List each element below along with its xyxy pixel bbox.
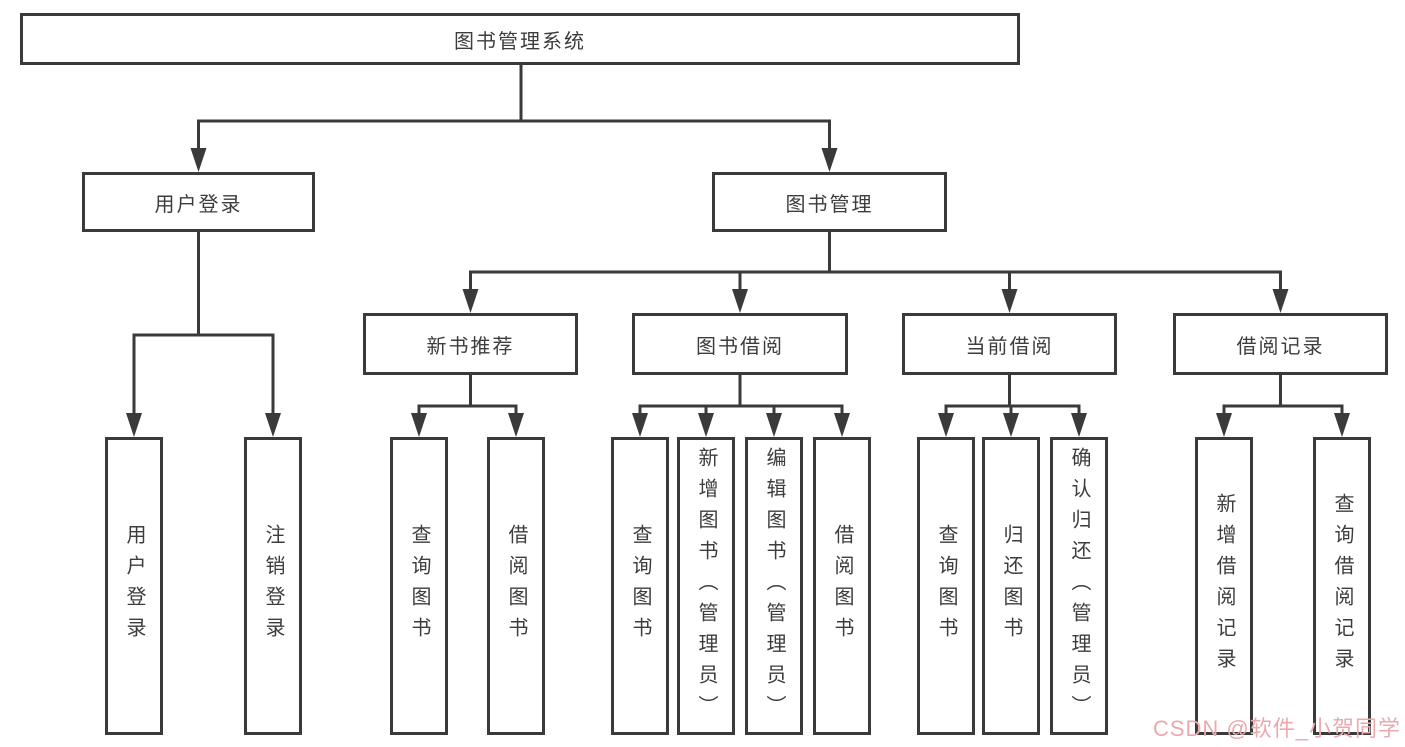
leaf-return-books-label: 归还图书 (1000, 524, 1022, 648)
connector-book-borrow-branch (638, 375, 844, 415)
connector-new-book-rec-branch (417, 375, 518, 415)
leaf-query-borrow-record: 查询借阅记录 (1313, 437, 1371, 735)
node-library-management-system: 图书管理系统 (20, 13, 1020, 65)
leaf-query-books-1-label: 查询图书 (408, 524, 430, 648)
node-book-management: 图书管理 (712, 172, 947, 232)
node-book-borrowing: 图书借阅 (632, 313, 848, 375)
node-borrowing-records: 借阅记录 (1173, 313, 1388, 375)
connector-user-login-branch (132, 232, 275, 415)
leaf-confirm-return-admin: 确认归还（管理员） (1050, 437, 1108, 735)
csdn-watermark: CSDN @软件_小贺同学 (1152, 716, 1401, 741)
leaf-add-books-admin-label: 新增图书（管理员） (695, 446, 717, 726)
connector-borrow-records-branch (1222, 375, 1344, 415)
leaf-query-borrow-record-label: 查询借阅记录 (1331, 493, 1353, 679)
node-current-borrowing-label: 当前借阅 (965, 335, 1054, 358)
node-book-management-label: 图书管理 (785, 193, 874, 216)
leaf-borrow-books-1-label: 借阅图书 (505, 524, 527, 648)
leaf-edit-books-admin-label: 编辑图书（管理员） (763, 446, 785, 726)
leaf-edit-books-admin: 编辑图书（管理员） (745, 437, 803, 735)
node-user-login-label: 用户登录 (154, 193, 243, 216)
connector-book-mgmt-branch (469, 232, 1282, 291)
node-borrowing-records-label: 借阅记录 (1236, 335, 1325, 358)
node-user-login: 用户登录 (82, 172, 315, 232)
leaf-add-borrow-record-label: 新增借阅记录 (1213, 493, 1235, 679)
leaf-user-login-label: 用户登录 (123, 524, 145, 648)
leaf-query-books-1: 查询图书 (390, 437, 448, 735)
leaf-add-books-admin: 新增图书（管理员） (677, 437, 735, 735)
node-new-book-recommend: 新书推荐 (363, 313, 578, 375)
leaf-borrow-books-2-label: 借阅图书 (831, 524, 853, 648)
node-book-borrowing-label: 图书借阅 (696, 335, 784, 358)
leaf-borrow-books-2: 借阅图书 (813, 437, 871, 735)
connector-root-branch (197, 65, 831, 150)
leaf-user-login: 用户登录 (105, 437, 163, 735)
leaf-query-books-3-label: 查询图书 (935, 524, 957, 648)
leaf-return-books: 归还图书 (982, 437, 1040, 735)
leaf-confirm-return-admin-label: 确认归还（管理员） (1068, 446, 1090, 726)
node-current-borrowing: 当前借阅 (902, 313, 1117, 375)
connector-arrowheads (126, 148, 1350, 437)
leaf-query-books-2-label: 查询图书 (629, 524, 651, 648)
leaf-query-books-3: 查询图书 (917, 437, 975, 735)
leaf-add-borrow-record: 新增借阅记录 (1195, 437, 1253, 735)
connector-current-borrow-branch (944, 375, 1081, 415)
node-library-management-system-label: 图书管理系统 (454, 30, 586, 53)
leaf-borrow-books-1: 借阅图书 (487, 437, 545, 735)
node-new-book-recommend-label: 新书推荐 (426, 335, 515, 358)
leaf-query-books-2: 查询图书 (611, 437, 669, 735)
leaf-logout-label: 注销登录 (262, 524, 284, 648)
leaf-logout: 注销登录 (244, 437, 302, 735)
